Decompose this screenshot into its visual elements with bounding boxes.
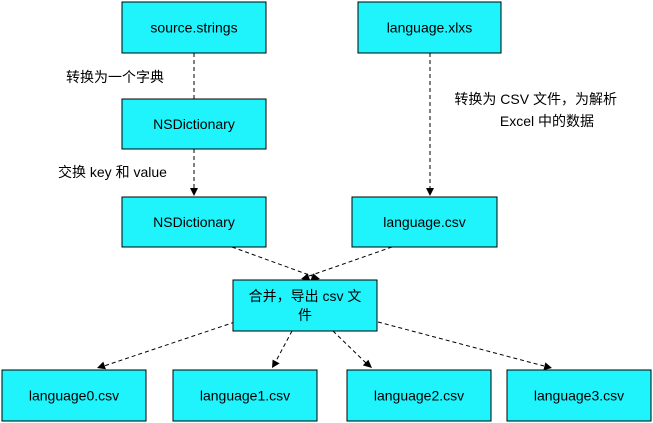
node-nsdictionary-1: NSDictionary <box>121 98 267 150</box>
node-language-xlsx: language.xlxs <box>357 1 502 54</box>
edge-merge-to-lang3 <box>377 321 552 371</box>
edge-dict2-to-merge <box>231 246 320 281</box>
label-to-csv-line2: Excel 中的数据 <box>500 113 594 129</box>
svg-text:NSDictionary: NSDictionary <box>153 214 235 230</box>
svg-text:合并，导出 csv 文: 合并，导出 csv 文 <box>249 288 362 304</box>
svg-text:language3.csv: language3.csv <box>534 388 624 404</box>
svg-text:language0.csv: language0.csv <box>29 388 119 404</box>
node-nsdictionary-2: NSDictionary <box>121 196 267 248</box>
edge-merge-to-lang1 <box>272 330 293 368</box>
label-to-dictionary: 转换为一个字典 <box>66 69 164 85</box>
svg-text:language.xlxs: language.xlxs <box>387 20 473 36</box>
label-swap-key-value: 交换 key 和 value <box>58 164 167 180</box>
node-language3-csv: language3.csv <box>506 369 652 422</box>
node-language-csv: language.csv <box>351 196 498 248</box>
edge-dict1-to-dict2 <box>190 149 198 196</box>
svg-text:language2.csv: language2.csv <box>374 388 464 404</box>
node-language1-csv: language1.csv <box>172 369 318 422</box>
svg-text:件: 件 <box>298 307 312 323</box>
svg-text:language1.csv: language1.csv <box>200 388 290 404</box>
svg-text:NSDictionary: NSDictionary <box>153 116 235 132</box>
svg-text:source.strings: source.strings <box>150 20 237 36</box>
node-merge-export: 合并，导出 csv 文 件 <box>232 279 378 332</box>
node-language0-csv: language0.csv <box>1 369 147 422</box>
edge-csv-to-merge <box>301 246 393 281</box>
node-source-strings: source.strings <box>121 1 267 54</box>
node-language2-csv: language2.csv <box>346 369 492 422</box>
svg-text:language.csv: language.csv <box>383 214 466 230</box>
edge-merge-to-lang0 <box>97 321 236 370</box>
label-to-csv-line1: 转换为 CSV 文件，为解析 <box>454 91 617 107</box>
edge-merge-to-lang2 <box>332 330 372 368</box>
edge-xlsx-to-csv <box>426 53 434 196</box>
